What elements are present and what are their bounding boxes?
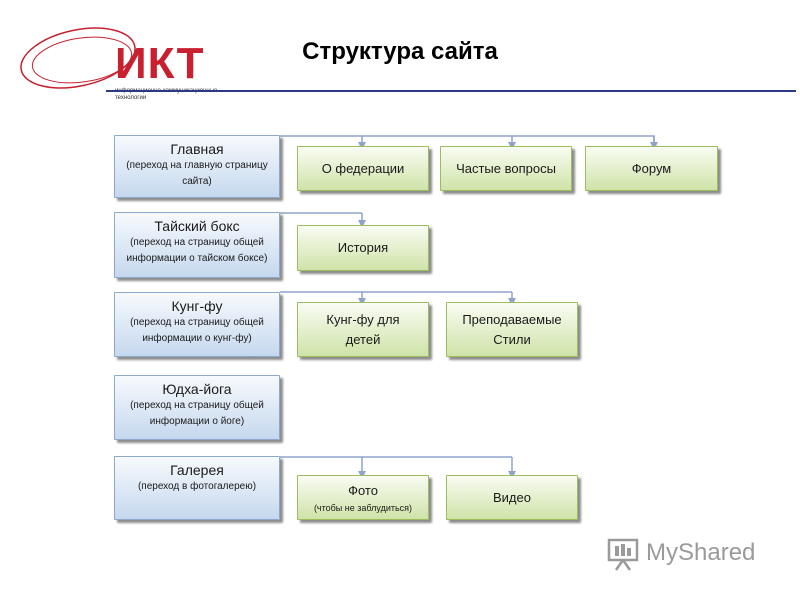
child-box-kids-kung-fu: Кунг-фу для детей — [297, 302, 429, 357]
logo-wordmark: ИКТ — [115, 42, 204, 86]
child-box-forum: Форум — [585, 146, 718, 191]
section-desc: (переход в фотогалерею) — [137, 481, 257, 492]
section-desc: (переход на страницу общей информации о … — [130, 317, 264, 344]
logo-wordmark-text: ИКТ — [115, 39, 205, 88]
connector-group-5 — [280, 456, 516, 479]
child-box-styles: Преподаваемые Стили — [446, 302, 578, 357]
section-title: Кунг-фу — [171, 298, 223, 314]
child-box-faq: Частые вопросы — [440, 146, 572, 191]
watermark: MyShared — [606, 536, 776, 572]
connector-group-1 — [280, 135, 658, 150]
title-divider — [106, 90, 796, 92]
child-title: Частые вопросы — [456, 160, 556, 176]
child-title: Фото — [348, 482, 378, 498]
section-title: Юдха-йога — [162, 381, 232, 397]
logo-swoosh-icon — [20, 27, 136, 89]
child-box-video: Видео — [446, 475, 578, 520]
connector-line — [280, 135, 655, 144]
watermark-text: MyShared — [646, 539, 756, 566]
child-box-about: О федерации — [297, 146, 429, 191]
connector-group-2 — [280, 212, 366, 228]
section-title: Главная — [170, 141, 224, 157]
child-title: Кунг-фу для детей — [326, 311, 400, 347]
child-box-photo: Фото (чтобы не заблудиться) — [297, 475, 429, 520]
section-box-kung-fu: Кунг-фу (переход на страницу общей инфор… — [114, 292, 280, 357]
child-title: Преподаваемые Стили — [462, 311, 562, 347]
section-desc: (переход на страницу общей информации о … — [126, 237, 268, 264]
page-title: Структура сайта — [302, 38, 498, 65]
section-box-yoga: Юдха-йога (переход на страницу общей инф… — [114, 375, 280, 440]
child-box-history: История — [297, 225, 429, 271]
section-box-main: Главная (переход на главную страницу сай… — [114, 135, 280, 198]
section-box-gallery: Галерея (переход в фотогалерею) — [114, 456, 280, 520]
section-title: Галерея — [170, 462, 224, 478]
section-title: Тайский бокс — [154, 218, 240, 234]
child-title: Видео — [493, 489, 531, 505]
section-box-thai-boxing: Тайский бокс (переход на страницу общей … — [114, 212, 280, 278]
child-title: О федерации — [321, 160, 405, 176]
section-desc: (переход на страницу общей информации о … — [130, 400, 264, 427]
child-desc: (чтобы не заблудиться) — [313, 502, 413, 513]
child-title: История — [337, 240, 389, 255]
section-desc: (переход на главную страницу сайта) — [126, 160, 268, 187]
connector-group-3 — [280, 291, 516, 306]
presentation-board-icon — [607, 538, 639, 571]
child-title: Форум — [631, 160, 672, 176]
